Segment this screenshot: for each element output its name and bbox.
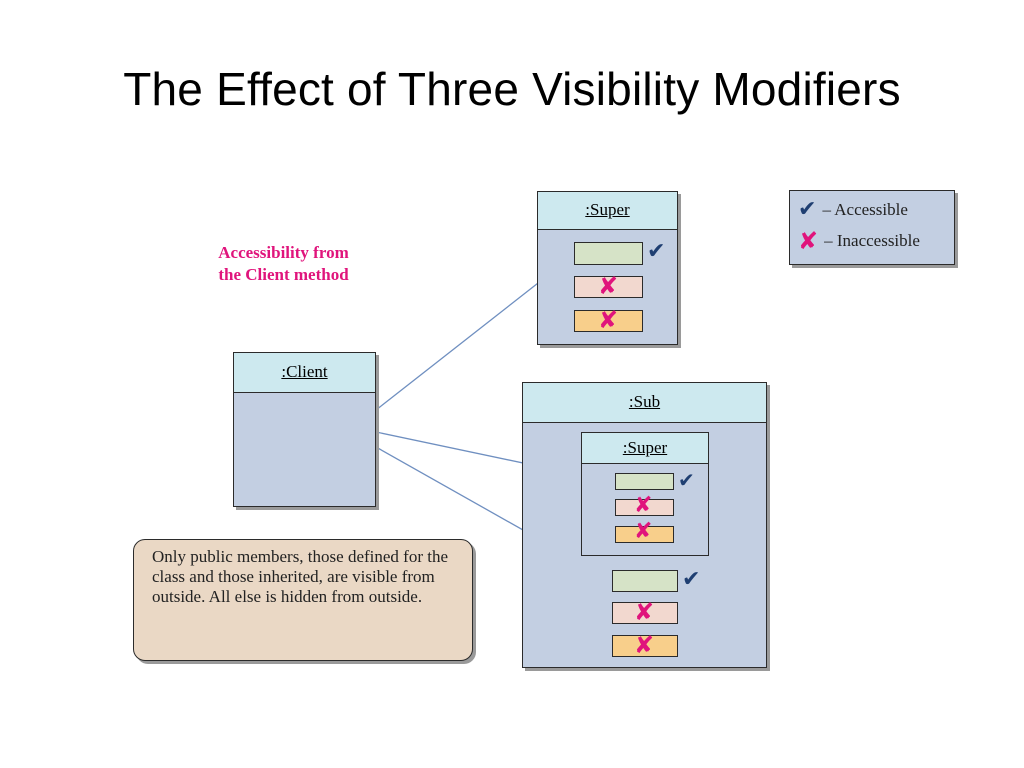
cross-icon: ✘ bbox=[798, 227, 819, 255]
cross-icon: ✘ bbox=[634, 519, 653, 544]
check-icon: ✔ bbox=[798, 197, 817, 222]
slide-title: The Effect of Three Visibility Modifiers bbox=[123, 63, 901, 115]
public-member bbox=[574, 242, 643, 265]
protected-member bbox=[612, 602, 678, 624]
client-box-title: :Client bbox=[234, 353, 375, 393]
cross-icon: ✘ bbox=[598, 272, 619, 300]
private-member bbox=[574, 310, 643, 332]
check-icon: ✔ bbox=[678, 468, 695, 492]
cross-icon: ✘ bbox=[598, 306, 619, 334]
sub-box: :Sub :Super ✔ ✘ ✘ ✔ ✘ ✘ bbox=[522, 382, 767, 668]
sub-inner-super-box: :Super ✔ ✘ ✘ bbox=[581, 432, 709, 556]
sub-box-title: :Sub bbox=[523, 383, 766, 423]
public-member bbox=[615, 473, 674, 490]
legend-inaccessible-label: – Inaccessible bbox=[824, 231, 920, 250]
sub-inner-super-title: :Super bbox=[582, 433, 708, 464]
client-box: :Client bbox=[233, 352, 376, 507]
check-icon: ✔ bbox=[647, 239, 666, 264]
cross-icon: ✘ bbox=[634, 631, 655, 659]
protected-member bbox=[615, 499, 674, 516]
super-box: :Super ✔ ✘ ✘ bbox=[537, 191, 678, 345]
check-icon: ✔ bbox=[682, 567, 701, 592]
note-box: Only public members, those defined for t… bbox=[133, 539, 473, 661]
private-member bbox=[612, 635, 678, 657]
accessibility-label: Accessibility from the Client method bbox=[196, 242, 371, 286]
legend-accessible: ✔ – Accessible bbox=[798, 199, 908, 221]
accessibility-label-line-2: the Client method bbox=[218, 265, 349, 284]
legend-accessible-label: – Accessible bbox=[822, 200, 908, 219]
protected-member bbox=[574, 276, 643, 298]
cross-icon: ✘ bbox=[634, 598, 655, 626]
private-member bbox=[615, 526, 674, 543]
public-member bbox=[612, 570, 678, 592]
super-box-title: :Super bbox=[538, 192, 677, 230]
cross-icon: ✘ bbox=[634, 493, 653, 518]
accessibility-label-line-1: Accessibility from bbox=[218, 243, 349, 262]
legend: ✔ – Accessible ✘ – Inaccessible bbox=[789, 190, 955, 265]
legend-inaccessible: ✘ – Inaccessible bbox=[798, 229, 920, 253]
